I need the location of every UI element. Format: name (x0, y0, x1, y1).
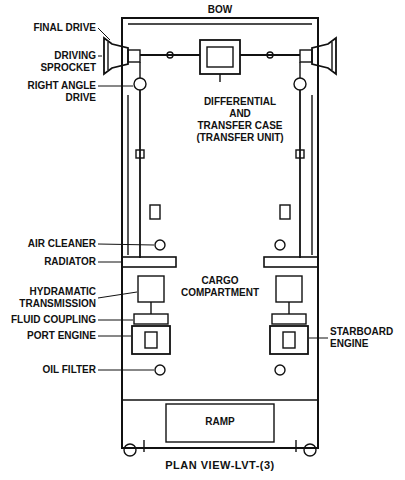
part-label: FINAL DRIVE (4, 22, 96, 34)
drive-shaft (139, 62, 140, 78)
part-label: FLUID COUPLING (4, 314, 96, 326)
idler-wheel (124, 444, 136, 456)
differential-housing (200, 40, 240, 74)
shaft-bearing (136, 150, 144, 158)
port-engine (132, 326, 170, 354)
transmission (276, 276, 302, 302)
air-cleaner (275, 240, 285, 250)
part-label: AND (175, 108, 305, 120)
radiator (264, 257, 318, 267)
idler-wheel (304, 444, 316, 456)
part-label: DIFFERENTIAL (175, 96, 305, 108)
engine-head (283, 332, 295, 348)
transmission (138, 276, 164, 302)
sprocket-rim (107, 42, 108, 70)
part-label: RIGHT ANGLE DRIVE (4, 80, 96, 104)
hull-outline (122, 18, 318, 448)
engine-shaft (288, 302, 289, 314)
ramp (166, 404, 274, 442)
part-label: STARBOARD ENGINE (330, 326, 402, 350)
figure-caption: PLAN VIEW-LVT-(3) (100, 459, 340, 471)
stern-fitting (143, 440, 144, 452)
axle-shaft (140, 54, 200, 56)
shaft-joint (167, 52, 173, 58)
fluid-coupling (134, 314, 168, 324)
shaft-bearing (296, 150, 304, 158)
driving-sprocket (104, 38, 128, 74)
oil-filter (275, 365, 285, 375)
differential-shaft (219, 74, 220, 82)
drive-shaft (299, 62, 300, 78)
right-angle-drive (294, 78, 306, 90)
air-cleaner (155, 240, 165, 250)
part-label: AIR CLEANER (4, 238, 96, 250)
part-label: PORT ENGINE (4, 330, 96, 342)
access-panel (150, 205, 160, 219)
sponson-wall (311, 95, 312, 255)
sprocket-rim (331, 42, 332, 70)
starboard-engine (270, 326, 308, 354)
right-angle-drive (134, 78, 146, 90)
ramp-hinge (122, 399, 318, 400)
propeller-shaft (139, 90, 141, 258)
engine-shaft (150, 302, 151, 314)
stern-fitting (295, 440, 296, 452)
part-label: CARGO COMPARTMENT (178, 275, 262, 299)
sponson-wall (127, 95, 128, 255)
fluid-coupling (272, 314, 306, 324)
driving-sprocket (312, 38, 336, 74)
part-label: HYDRAMATIC TRANSMISSION (4, 286, 96, 310)
shaft-joint (267, 52, 273, 58)
propeller-shaft (299, 90, 301, 258)
access-panel (280, 205, 290, 219)
radiator (122, 257, 176, 267)
final-drive (300, 50, 312, 62)
axle-shaft (240, 54, 300, 56)
part-label: BOW (170, 4, 270, 16)
oil-filter (155, 365, 165, 375)
engine-head (145, 332, 157, 348)
part-label: RADIATOR (4, 256, 96, 268)
part-label: TRANSFER CASE (175, 120, 305, 132)
differential-cover (207, 47, 233, 67)
part-label: (TRANSFER UNIT) (175, 132, 305, 144)
leader-lines (98, 28, 328, 370)
final-drive (128, 50, 140, 62)
part-label: RAMP (180, 416, 260, 428)
part-label: OIL FILTER (4, 364, 96, 376)
part-label: DRIVING SPROCKET (4, 50, 96, 74)
bow-plate (128, 23, 312, 24)
